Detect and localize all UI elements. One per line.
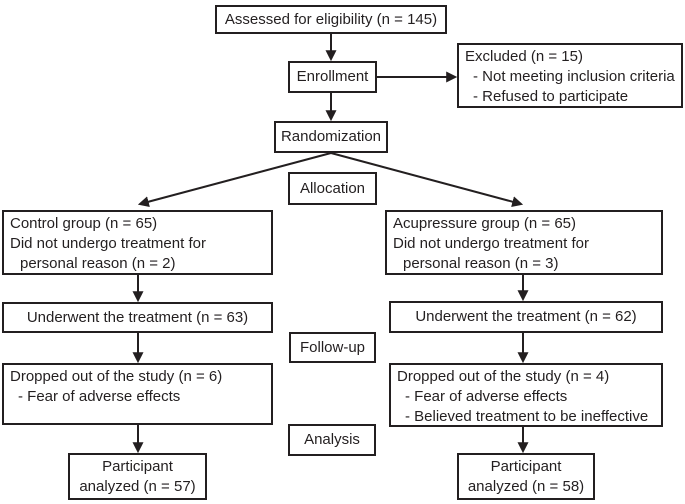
- acupressure-group-box: Acupressure group (n = 65) Did not under…: [385, 210, 663, 275]
- arrow-randomization-to-acupressure: [330, 152, 524, 208]
- analysis-phase-box: Analysis: [288, 424, 376, 456]
- excluded-reason: - Refused to participate: [473, 88, 629, 105]
- underwent-acupressure-text: Underwent the treatment (n = 62): [415, 308, 637, 325]
- analyzed-control-line: Participant: [102, 457, 173, 475]
- randomization-label: Randomization: [280, 128, 382, 145]
- control-group-line: Did not undergo treatment for: [10, 235, 206, 252]
- acupressure-group-line: personal reason (n = 3): [403, 255, 559, 272]
- allocation-phase-box: Allocation: [288, 172, 377, 205]
- underwent-control-text: Underwent the treatment (n = 63): [26, 308, 249, 326]
- assessed-text: Assessed for eligibility (n = 145): [224, 10, 438, 28]
- dropped-acupressure-reason: - Fear of adverse effects: [405, 388, 568, 405]
- analyzed-control-line: analyzed (n = 57): [79, 477, 196, 495]
- dropped-acupressure-title: Dropped out of the study (n = 4): [397, 368, 610, 385]
- excluded-title: Excluded (n = 15): [465, 48, 583, 65]
- dropped-control-reason: - Fear of adverse effects: [18, 388, 181, 405]
- allocation-label: Allocation: [299, 179, 366, 197]
- follow-up-label: Follow-up: [299, 338, 366, 356]
- excluded-reason: - Not meeting inclusion criteria: [473, 68, 675, 85]
- assessed-box: Assessed for eligibility (n = 145): [215, 5, 447, 34]
- underwent-control-box: Underwent the treatment (n = 63): [2, 302, 273, 333]
- dropped-acupressure-reason: - Believed treatment to be ineffective: [405, 408, 649, 425]
- enrollment-label: Enrollment: [296, 68, 369, 85]
- analyzed-acupressure-line: analyzed (n = 58): [467, 477, 585, 495]
- acupressure-group-line: Acupressure group (n = 65): [393, 215, 577, 232]
- randomization-box: Randomization: [274, 121, 388, 153]
- arrow-randomization-to-control: [137, 152, 332, 208]
- analysis-label: Analysis: [304, 431, 360, 448]
- control-group-box: Control group (n = 65) Did not undergo t…: [2, 210, 273, 275]
- control-group-line: personal reason (n = 2): [20, 255, 176, 272]
- dropped-control-box: Dropped out of the study (n = 6) - Fear …: [2, 363, 273, 425]
- excluded-box: Excluded (n = 15) - Not meeting inclusio…: [457, 43, 683, 108]
- analyzed-control-box: Participant analyzed (n = 57): [68, 453, 207, 500]
- control-group-line: Control group (n = 65): [10, 215, 158, 232]
- analyzed-acupressure-box: Participant analyzed (n = 58): [457, 453, 595, 500]
- analyzed-acupressure-line: Participant: [490, 457, 562, 475]
- dropped-acupressure-box: Dropped out of the study (n = 4) - Fear …: [389, 363, 663, 427]
- underwent-acupressure-box: Underwent the treatment (n = 62): [389, 301, 663, 333]
- acupressure-group-line: Did not undergo treatment for: [393, 235, 589, 252]
- follow-up-phase-box: Follow-up: [289, 332, 376, 363]
- enrollment-phase-box: Enrollment: [288, 61, 377, 93]
- dropped-control-title: Dropped out of the study (n = 6): [10, 368, 223, 385]
